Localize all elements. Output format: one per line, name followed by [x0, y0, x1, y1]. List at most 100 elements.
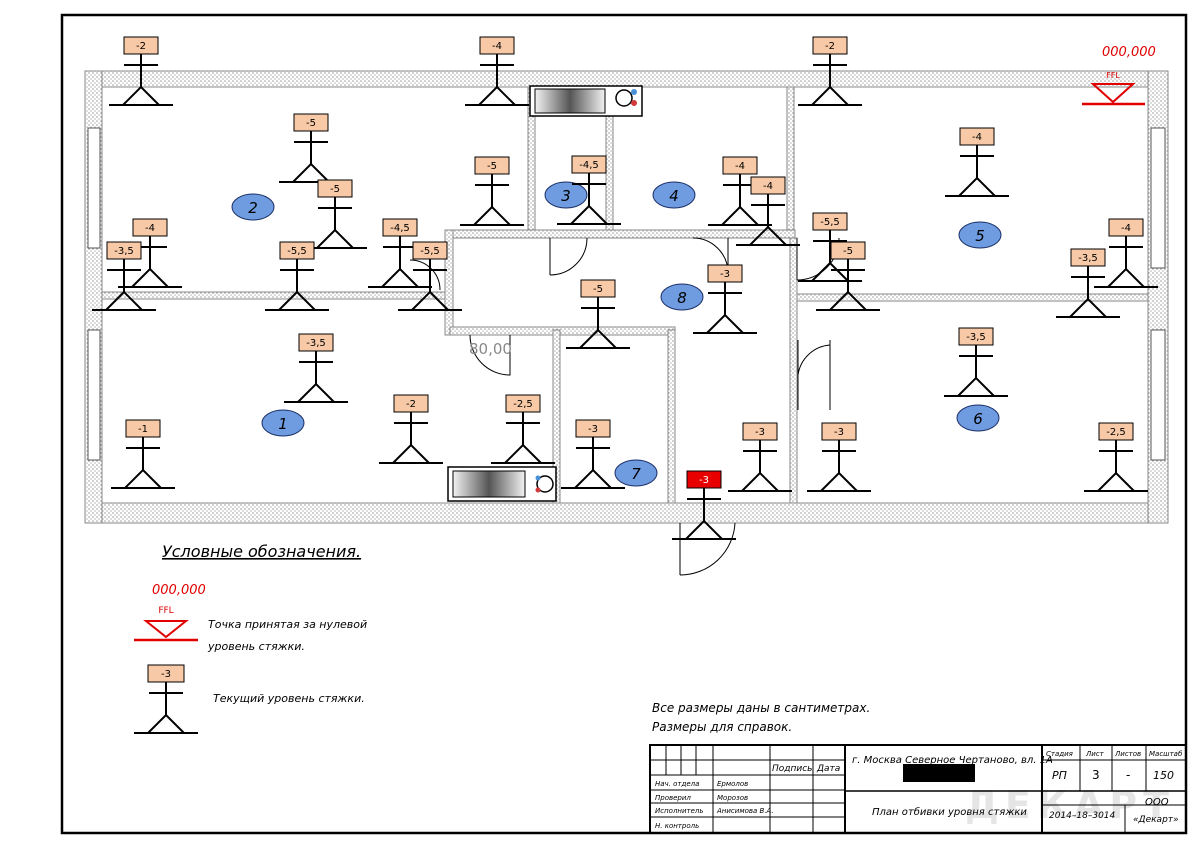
room-number: 7: [631, 465, 641, 483]
level-marker: -2,5: [1084, 422, 1148, 492]
project-address: г. Москва Северное Чертаново, вл. 1А: [852, 755, 1053, 766]
walls: [84, 70, 1169, 524]
level-value: -5: [330, 184, 340, 195]
level-marker: -4,5: [368, 218, 432, 288]
room-number: 4: [669, 187, 679, 205]
role-label: Исполнитель: [655, 807, 704, 815]
level-value: -2: [136, 41, 146, 52]
level-marker: -3,5: [92, 241, 156, 311]
level-value: -5: [593, 284, 603, 295]
level-marker: -5: [303, 179, 367, 249]
col-sheets: Листов: [1114, 750, 1141, 758]
legend-current-text: Текущий уровень стяжки.: [213, 692, 365, 705]
role-name: Морозов: [717, 794, 748, 802]
legend-title: Условные обозначения.: [162, 542, 361, 561]
drawing-frame: [60, 13, 1188, 835]
level-value: -5,5: [287, 246, 307, 257]
col-signature: Подпись: [772, 764, 812, 774]
door-dimension: 80,00: [469, 340, 512, 358]
level-marker: -3: [728, 422, 792, 492]
level-marker: -5: [460, 156, 524, 226]
level-value: -5: [843, 246, 853, 257]
legend: Условные обозначения. 000,000 FFL Точка …: [134, 542, 367, 734]
current-level-icon: -3: [134, 664, 198, 734]
col-stage: Стадия: [1046, 750, 1073, 758]
level-marker: -5,5: [398, 241, 462, 311]
level-marker: -4: [118, 218, 182, 288]
level-marker: -4: [465, 36, 529, 106]
room-number: 3: [561, 187, 571, 205]
stage-value: РП: [1052, 769, 1067, 782]
legend-zero-value: 000,000: [152, 583, 206, 598]
level-value: -4: [763, 181, 773, 192]
room-number: 1: [278, 415, 288, 433]
role-label: Н. контроль: [655, 822, 699, 830]
level-markers: -2 -4 -2 -5 -4 -4,5 -5 -4 -5 -4 -4 -5,5 -4,5 -5,5 -5,5…: [92, 36, 1158, 540]
level-marker: -5,5: [798, 212, 862, 282]
level-marker: -3,5: [284, 333, 348, 403]
windows: [87, 127, 1166, 461]
level-marker: -5: [816, 241, 880, 311]
level-marker: -3,5: [1056, 248, 1120, 318]
role-name: Ермолов: [717, 780, 748, 788]
room-markers: [231, 181, 1002, 487]
zero-level-icon: [143, 620, 189, 639]
level-value: -5: [487, 161, 497, 172]
level-value: -4: [492, 41, 502, 52]
zero-point-code: FFL: [1106, 71, 1120, 80]
sheets-value: -: [1126, 768, 1130, 782]
level-value: -3,5: [306, 338, 326, 349]
watermark-logo: ДЕКАРТ: [965, 783, 1175, 827]
level-value: -4: [972, 132, 982, 143]
level-value: -3: [755, 427, 765, 438]
level-value: -2: [406, 399, 416, 410]
fixtures: [447, 85, 643, 502]
legend-current-value: -3: [161, 669, 171, 680]
role-label: Проверил: [655, 794, 691, 802]
note-units: Все размеры даны в сантиметрах.: [652, 701, 870, 715]
org-name: «Декарт»: [1133, 815, 1179, 825]
level-marker: -2: [798, 36, 862, 106]
level-value: -3: [720, 269, 730, 280]
org-name: ООО: [1145, 797, 1169, 808]
legend-zero-code: FFL: [158, 606, 173, 616]
note-reference: Размеры для справок.: [652, 720, 792, 734]
scale-value: 150: [1153, 769, 1174, 782]
legend-zero-text: Точка принятая за нулевой: [208, 618, 367, 631]
level-marker: -5: [279, 113, 343, 183]
level-marker: -3,5: [944, 327, 1008, 397]
level-marker: -3: [693, 264, 757, 334]
level-marker: -2,5: [491, 394, 555, 464]
level-value: -5,5: [420, 246, 440, 257]
role-label: Нач. отдела: [655, 780, 699, 788]
level-marker: -1: [111, 419, 175, 489]
level-marker: -5,5: [265, 241, 329, 311]
col-date: Дата: [816, 764, 840, 774]
level-value: -3,5: [1078, 253, 1098, 264]
col-sheet: Лист: [1085, 750, 1105, 758]
level-value: -4: [1121, 223, 1131, 234]
level-marker: -3: [561, 419, 625, 489]
level-marker: -3: [807, 422, 871, 492]
room-number: 2: [248, 199, 258, 217]
level-value: -4: [145, 223, 155, 234]
level-value: -3: [834, 427, 844, 438]
level-marker: -4: [736, 176, 800, 246]
level-marker: -4,5: [557, 155, 621, 225]
level-value: -5: [306, 118, 316, 129]
level-marker: -4: [708, 156, 772, 226]
sheet-title: План отбивки уровня стяжки: [872, 806, 1027, 818]
room-number: 8: [677, 289, 687, 307]
col-scale: Масштаб: [1149, 750, 1183, 758]
level-marker: -4: [1094, 218, 1158, 288]
level-value: -3,5: [966, 332, 986, 343]
project-years: 2014–18–3014: [1049, 811, 1116, 821]
level-marker-highlighted: -3: [672, 470, 736, 540]
zero-point-marker: 000,000 FFL: [1082, 45, 1156, 106]
level-value: -2,5: [513, 399, 533, 410]
level-marker: -2: [379, 394, 443, 464]
level-value: -2,5: [1106, 427, 1126, 438]
level-value: -4,5: [390, 223, 410, 234]
level-value: -1: [138, 424, 148, 435]
